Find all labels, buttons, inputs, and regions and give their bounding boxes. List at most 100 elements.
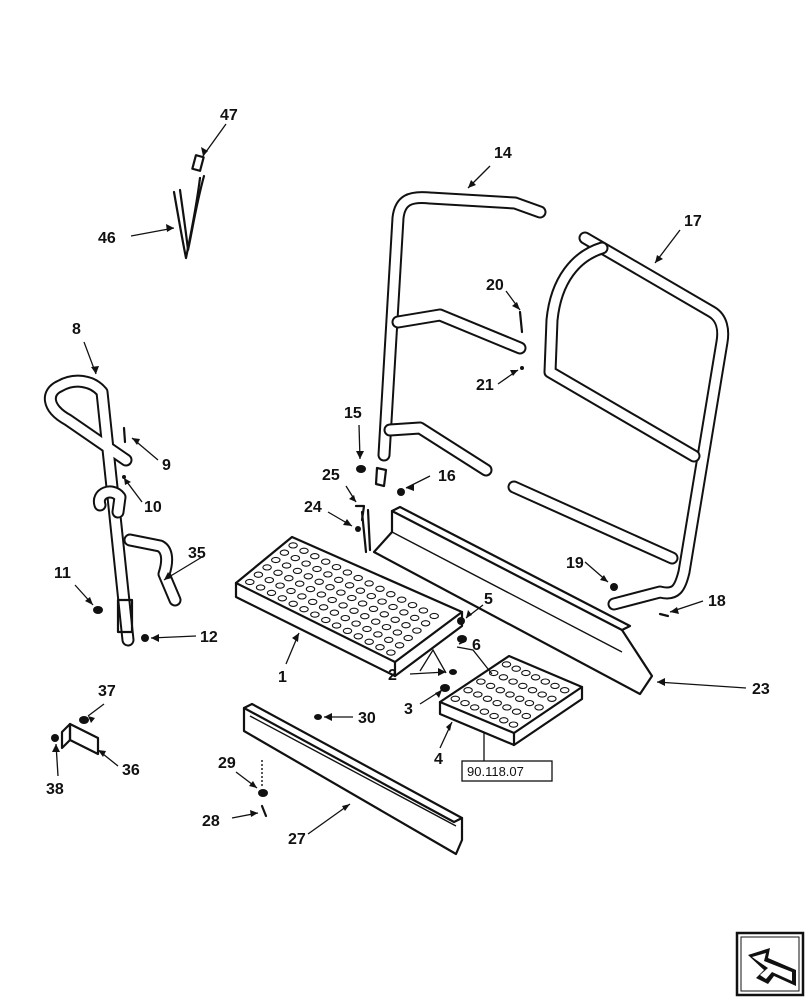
callout-11: 11 [54, 565, 71, 582]
reference-label: 90.118.07 [467, 764, 524, 779]
perforation-hole [347, 594, 357, 602]
perforation-hole [351, 620, 361, 627]
perforation-hole [279, 549, 290, 556]
perforation-hole [303, 573, 314, 580]
perforation-hole [508, 721, 519, 728]
perforation-hole [294, 580, 305, 587]
perforation-hole [338, 602, 348, 609]
part-1-step-plate [234, 535, 464, 678]
perforation-hole [379, 611, 390, 618]
callout-27: 27 [288, 831, 306, 848]
callout-29: 29 [218, 755, 236, 772]
callout-14: 14 [494, 145, 512, 162]
perforation-hole [403, 634, 413, 642]
callout-46: 46 [98, 230, 116, 247]
perforation-hole [388, 603, 398, 611]
perforation-hole [344, 582, 355, 589]
perforation-hole [331, 563, 342, 571]
perforation-hole [310, 553, 320, 560]
perforation-hole [530, 674, 541, 681]
perforation-hole [540, 678, 551, 685]
callout-23: 23 [752, 681, 770, 698]
callout-28: 28 [202, 813, 220, 830]
perforation-hole [499, 717, 509, 724]
callout-17: 17 [684, 213, 702, 230]
callout-36: 36 [122, 762, 140, 779]
perforation-hole [364, 638, 374, 645]
perforation-hole [340, 614, 351, 622]
perforation-hole [336, 589, 346, 596]
perforation-hole [412, 627, 422, 634]
perforation-hole [476, 678, 486, 685]
perforation-hole [514, 695, 525, 702]
perforation-hole [284, 575, 294, 582]
part-8-grab-handle [44, 374, 135, 647]
perforation-hole [286, 587, 296, 595]
part-17-side-frame [507, 231, 730, 611]
perforation-hole [262, 564, 272, 571]
perforation-hole [323, 571, 333, 578]
part-14-handrail [374, 191, 547, 488]
hardware [51, 310, 670, 818]
perforation-hole [377, 598, 387, 605]
perforation-hole [485, 682, 496, 690]
next-page-arrow-icon[interactable] [735, 931, 805, 997]
perforation-hole [479, 708, 490, 715]
part-46-strap [172, 174, 206, 260]
part-4-small-step [438, 654, 584, 747]
perforation-hole [292, 567, 303, 575]
perforation-hole [498, 674, 509, 681]
perforation-hole [370, 618, 381, 625]
perforation-hole [386, 649, 396, 656]
perforation-hole [349, 607, 359, 614]
perforation-hole [355, 587, 366, 594]
callout-25: 25 [322, 467, 340, 484]
perforation-hole [362, 625, 372, 633]
perforation-hole [550, 682, 560, 690]
callout-24: 24 [304, 499, 322, 516]
perforation-hole [368, 605, 379, 613]
perforation-hole [325, 584, 335, 591]
perforation-hole [253, 571, 264, 578]
perforation-hole [277, 595, 288, 602]
perforation-hole [392, 629, 403, 636]
perforation-hole [505, 691, 515, 698]
perforation-hole [375, 585, 385, 592]
perforation-hole [482, 695, 493, 702]
callout-21: 21 [476, 377, 494, 394]
perforation-hole [264, 576, 275, 584]
callout-2: 2 [388, 667, 397, 684]
perforation-hole [521, 712, 532, 720]
perforation-hole [460, 699, 470, 707]
callout-labels: 47 46 14 17 20 21 8 9 10 15 16 25 24 35 … [46, 107, 770, 848]
callout-8: 8 [72, 321, 81, 338]
perforation-hole [488, 669, 499, 677]
callout-20: 20 [486, 277, 504, 294]
perforation-hole [399, 609, 409, 616]
callout-19: 19 [566, 555, 584, 572]
reference-box[interactable]: 90.118.07 [461, 760, 553, 782]
perforation-hole [316, 591, 327, 598]
perforation-hole [390, 616, 400, 623]
callout-15: 15 [344, 405, 362, 422]
perforation-hole [288, 600, 298, 607]
perforation-hole [394, 642, 405, 649]
callout-6: 6 [472, 637, 481, 654]
perforation-hole [537, 691, 547, 698]
perforation-hole [518, 682, 528, 690]
part-35-bent-tube [92, 485, 182, 607]
callout-9: 9 [162, 457, 171, 474]
callout-3: 3 [404, 701, 413, 718]
callout-4: 4 [434, 751, 443, 768]
perforation-hole [342, 569, 353, 576]
callout-12: 12 [200, 629, 218, 646]
perforation-hole [357, 600, 368, 607]
perforation-hole [290, 554, 301, 562]
perforation-hole [331, 622, 342, 629]
perforation-hole [364, 580, 374, 587]
perforation-hole [375, 644, 385, 651]
perforation-hole [396, 596, 407, 603]
part-47-clip [191, 154, 205, 172]
perforation-hole [366, 592, 377, 600]
